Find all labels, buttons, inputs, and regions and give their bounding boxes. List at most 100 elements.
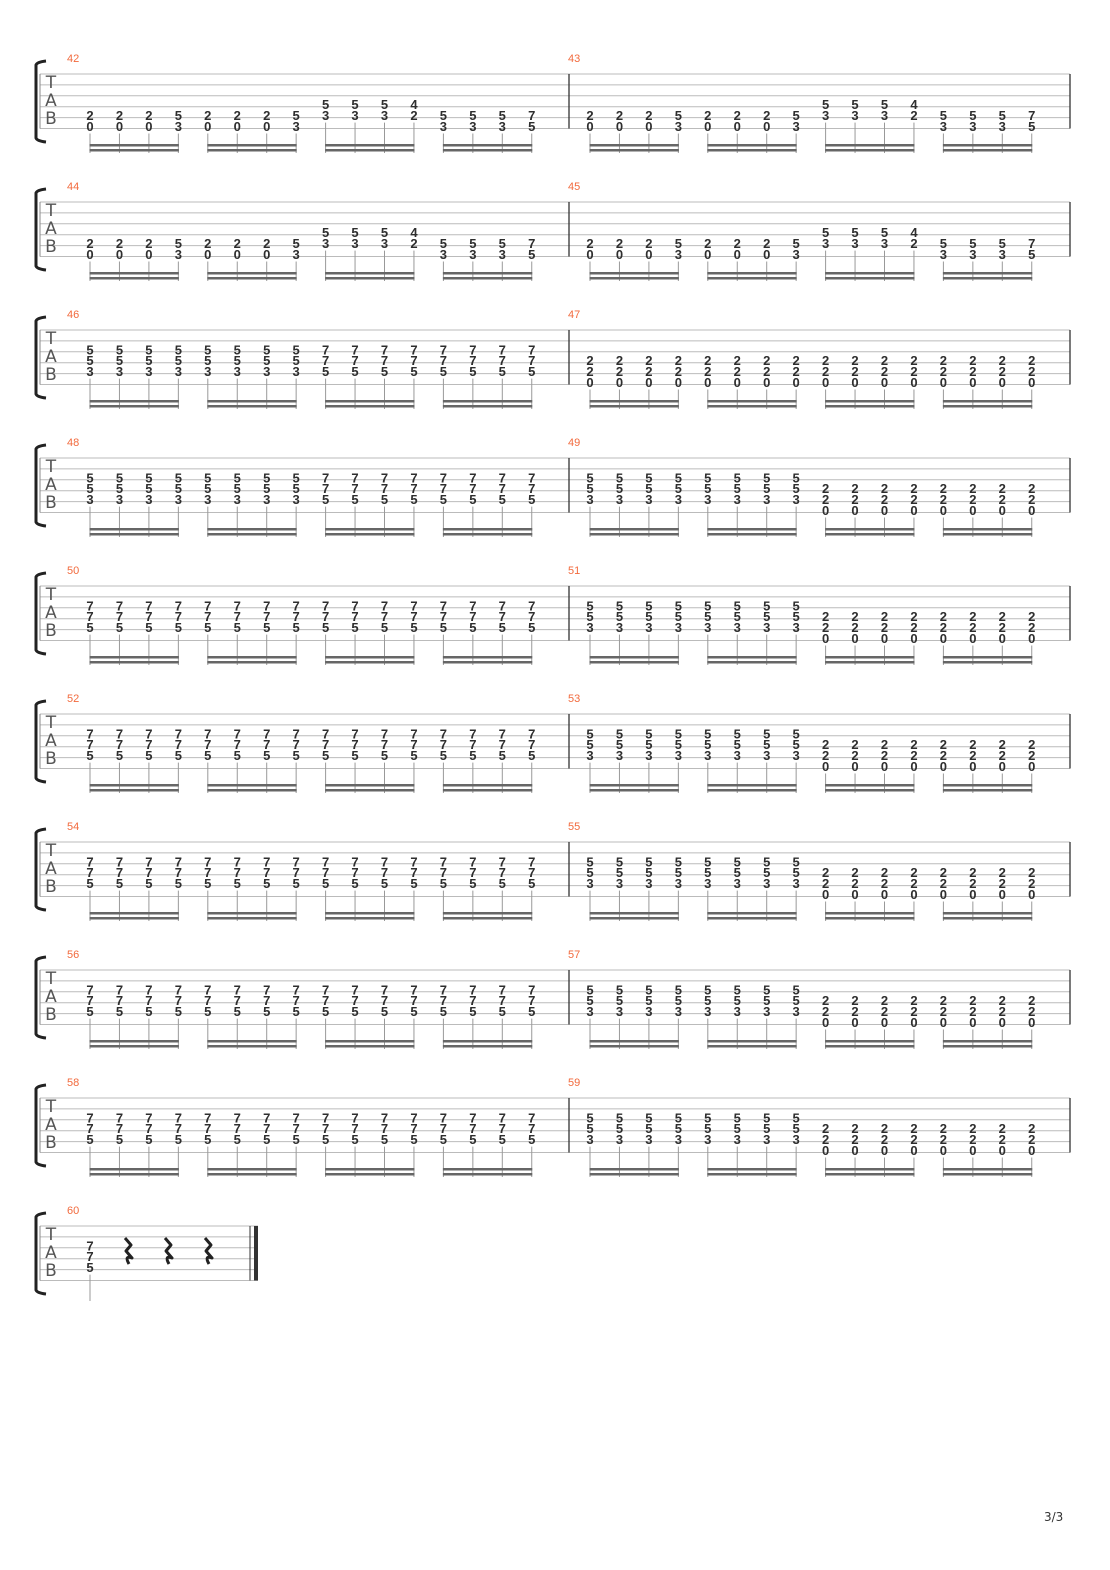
fret-number: 0 <box>1028 1015 1035 1030</box>
fret-number: 3 <box>293 364 300 379</box>
fret-number: 7 <box>528 865 535 880</box>
fret-number: 5 <box>645 854 652 869</box>
fret-number: 2 <box>910 748 917 763</box>
fret-number: 5 <box>469 1004 476 1019</box>
beam <box>207 272 297 275</box>
fret-number: 7 <box>175 865 182 880</box>
fret-number: 2 <box>822 620 829 635</box>
fret-number: 5 <box>86 470 93 485</box>
fret-number: 5 <box>351 225 358 240</box>
fret-number: 5 <box>763 737 770 752</box>
fret-number: 2 <box>999 481 1006 496</box>
fret-number: 0 <box>851 1143 858 1158</box>
fret-number: 7 <box>528 342 535 357</box>
fret-number: 5 <box>351 748 358 763</box>
measure-number: 47 <box>568 309 580 321</box>
fret-number: 2 <box>969 865 976 880</box>
fret-number: 0 <box>822 759 829 774</box>
beam <box>942 784 1033 787</box>
fret-number: 5 <box>204 748 211 763</box>
fret-number: 7 <box>175 1121 182 1136</box>
fret-number: 7 <box>499 598 506 613</box>
measure-number: 59 <box>568 1077 580 1089</box>
fret-number: 3 <box>822 236 829 251</box>
fret-number: 0 <box>910 759 917 774</box>
fret-number: 5 <box>381 1132 388 1147</box>
fret-number: 5 <box>645 1121 652 1136</box>
fret-number: 0 <box>116 247 123 262</box>
measure-number: 43 <box>568 53 580 65</box>
fret-number: 5 <box>793 737 800 752</box>
fret-number: 7 <box>440 993 447 1008</box>
fret-number: 2 <box>881 748 888 763</box>
tab-clef-letter: T <box>45 713 57 733</box>
fret-number: 2 <box>969 481 976 496</box>
fret-number: 7 <box>86 854 93 869</box>
fret-number: 5 <box>145 1004 152 1019</box>
fret-number: 0 <box>234 119 241 134</box>
fret-number: 2 <box>910 609 917 624</box>
fret-number: 7 <box>440 609 447 624</box>
measure-number: 51 <box>568 565 580 577</box>
tab-clef-letter: T <box>45 457 57 477</box>
fret-number: 2 <box>734 236 741 251</box>
fret-number: 7 <box>440 470 447 485</box>
fret-number: 3 <box>86 492 93 507</box>
beam <box>589 400 679 403</box>
quarter-rest-icon <box>123 1237 134 1265</box>
fret-number: 2 <box>881 364 888 379</box>
fret-number: 3 <box>234 364 241 379</box>
fret-number: 5 <box>263 470 270 485</box>
fret-number: 0 <box>734 119 741 134</box>
fret-number: 7 <box>263 982 270 997</box>
fret-number: 5 <box>793 609 800 624</box>
fret-number: 5 <box>234 620 241 635</box>
fret-number: 7 <box>499 1110 506 1125</box>
fret-number: 7 <box>469 1121 476 1136</box>
fret-number: 0 <box>1028 887 1035 902</box>
beam <box>207 533 297 536</box>
fret-number: 7 <box>322 342 329 357</box>
fret-number: 5 <box>675 609 682 624</box>
tab-system: TAB5077577577577577577577577577577577577… <box>34 565 1071 665</box>
fret-number: 3 <box>969 119 976 134</box>
fret-number: 5 <box>322 225 329 240</box>
fret-number: 2 <box>616 353 623 368</box>
beam <box>707 656 797 659</box>
fret-number: 7 <box>351 865 358 880</box>
beam <box>325 405 415 408</box>
fret-number: 3 <box>645 492 652 507</box>
measure-46: 4655355355355355355355355377577577577577… <box>67 309 535 409</box>
fret-number: 2 <box>999 1121 1006 1136</box>
fret-number: 7 <box>145 609 152 624</box>
fret-number: 3 <box>645 1004 652 1019</box>
fret-number: 5 <box>586 598 593 613</box>
fret-number: 7 <box>528 481 535 496</box>
fret-number: 2 <box>1028 876 1035 891</box>
fret-number: 5 <box>734 993 741 1008</box>
fret-number: 7 <box>410 854 417 869</box>
fret-number: 0 <box>645 375 652 390</box>
fret-number: 5 <box>528 1004 535 1019</box>
fret-number: 5 <box>499 492 506 507</box>
fret-number: 0 <box>822 887 829 902</box>
fret-number: 2 <box>999 1132 1006 1147</box>
fret-number: 7 <box>410 353 417 368</box>
fret-number: 2 <box>675 353 682 368</box>
fret-number: 7 <box>410 737 417 752</box>
fret-number: 2 <box>851 865 858 880</box>
beam <box>89 272 179 275</box>
fret-number: 0 <box>1028 503 1035 518</box>
fret-number: 3 <box>734 1004 741 1019</box>
fret-number: 5 <box>763 854 770 869</box>
